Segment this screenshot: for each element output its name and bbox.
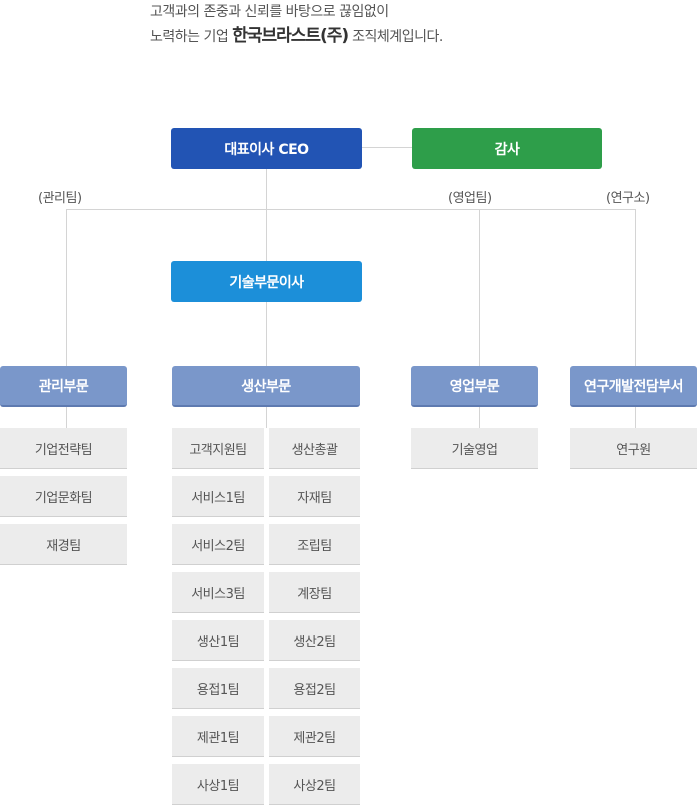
admin-department-box: 관리부문 bbox=[0, 366, 127, 407]
intro-line-1: 고객과의 존중과 신뢰를 바탕으로 끊임없이 bbox=[150, 4, 389, 20]
sales-branch-line bbox=[479, 209, 480, 366]
team-box: 재경팀 bbox=[0, 524, 127, 565]
ceo-box: 대표이사 CEO bbox=[171, 128, 362, 169]
intro-text: 고객과의 존중과 신뢰를 바탕으로 끊임없이 노력하는 기업 한국브라스트(주)… bbox=[150, 0, 690, 49]
team-box: 사상2팀 bbox=[269, 764, 360, 805]
intro-line-2: 노력하는 기업 한국브라스트(주) 조직체계입니다. bbox=[150, 24, 690, 49]
research-team-line bbox=[635, 405, 636, 428]
team-box: 용접2팀 bbox=[269, 668, 360, 709]
intro-line-2-suffix: 조직체계입니다. bbox=[352, 29, 443, 45]
research-department-box: 연구개발전담부서 bbox=[570, 366, 697, 407]
production-department-box: 생산부문 bbox=[172, 366, 360, 407]
sales-team-line bbox=[479, 405, 480, 428]
tech-director-box: 기술부문이사 bbox=[171, 261, 362, 302]
team-box: 기업문화팀 bbox=[0, 476, 127, 517]
audit-box: 감사 bbox=[412, 128, 602, 169]
ceo-audit-connector bbox=[362, 147, 412, 148]
team-box: 사상1팀 bbox=[172, 764, 264, 805]
team-box: 조립팀 bbox=[269, 524, 360, 565]
team-box: 서비스3팀 bbox=[172, 572, 264, 613]
research-branch-line bbox=[635, 209, 636, 366]
team-box: 생산총괄 bbox=[269, 428, 360, 469]
research-label: (연구소) bbox=[606, 191, 650, 206]
intro-line-2-prefix: 노력하는 기업 bbox=[150, 29, 229, 45]
team-box: 연구원 bbox=[570, 428, 697, 469]
team-box: 기술영업 bbox=[411, 428, 538, 469]
sales-department-box: 영업부문 bbox=[411, 366, 538, 407]
team-box: 기업전략팀 bbox=[0, 428, 127, 469]
admin-branch-line bbox=[66, 209, 67, 366]
team-box: 제관2팀 bbox=[269, 716, 360, 757]
horizontal-branch-line bbox=[66, 209, 636, 210]
admin-team-line bbox=[66, 405, 67, 428]
team-box: 계장팀 bbox=[269, 572, 360, 613]
team-box: 용접1팀 bbox=[172, 668, 264, 709]
team-box: 제관1팀 bbox=[172, 716, 264, 757]
production-team-line bbox=[266, 405, 267, 428]
team-box: 생산2팀 bbox=[269, 620, 360, 661]
team-box: 서비스2팀 bbox=[172, 524, 264, 565]
company-name: 한국브라스트(주) bbox=[232, 26, 349, 46]
admin-team-label: (관리팀) bbox=[38, 191, 82, 206]
team-box: 서비스1팀 bbox=[172, 476, 264, 517]
team-box: 자재팀 bbox=[269, 476, 360, 517]
team-box: 고객지원팀 bbox=[172, 428, 264, 469]
team-box: 생산1팀 bbox=[172, 620, 264, 661]
sales-team-label: (영업팀) bbox=[448, 191, 492, 206]
